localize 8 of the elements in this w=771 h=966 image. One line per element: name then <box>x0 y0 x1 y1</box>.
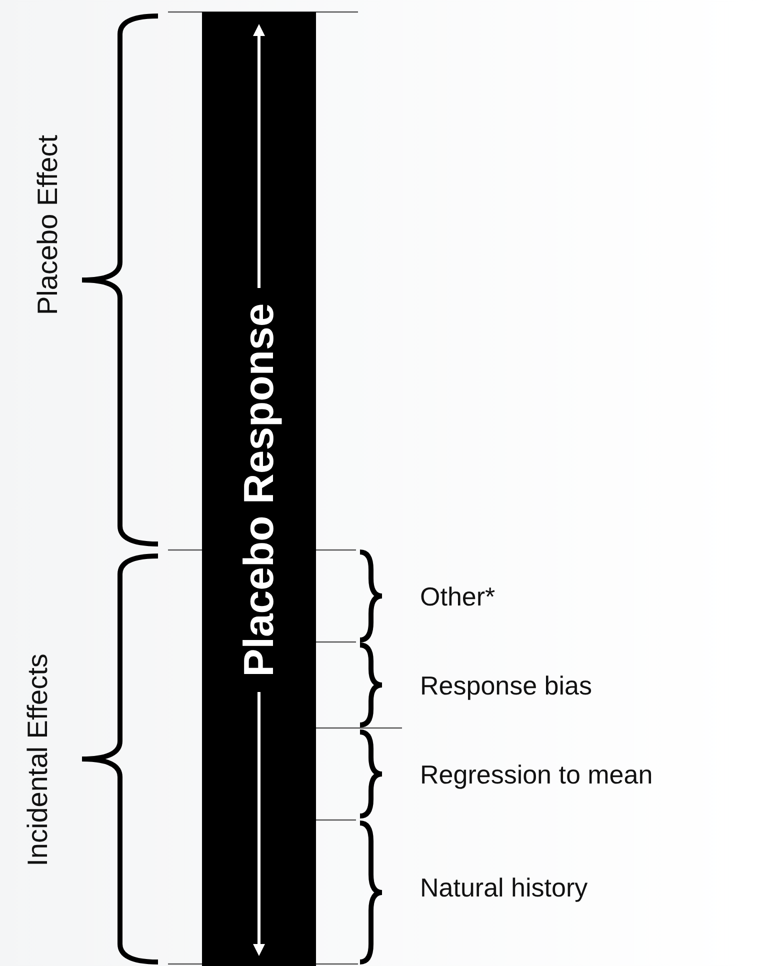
bracket-label: Incidental Effects <box>22 654 54 866</box>
response-bar <box>202 12 316 966</box>
bracket-label: Placebo Effect <box>32 134 64 316</box>
bracket-label: Regression to mean <box>420 760 653 790</box>
bracket-label: Natural history <box>420 872 588 904</box>
bracket-label: Other* <box>420 582 496 612</box>
bracket-label: Response bias <box>420 670 592 702</box>
bar-label: Placebo Response <box>235 303 283 677</box>
